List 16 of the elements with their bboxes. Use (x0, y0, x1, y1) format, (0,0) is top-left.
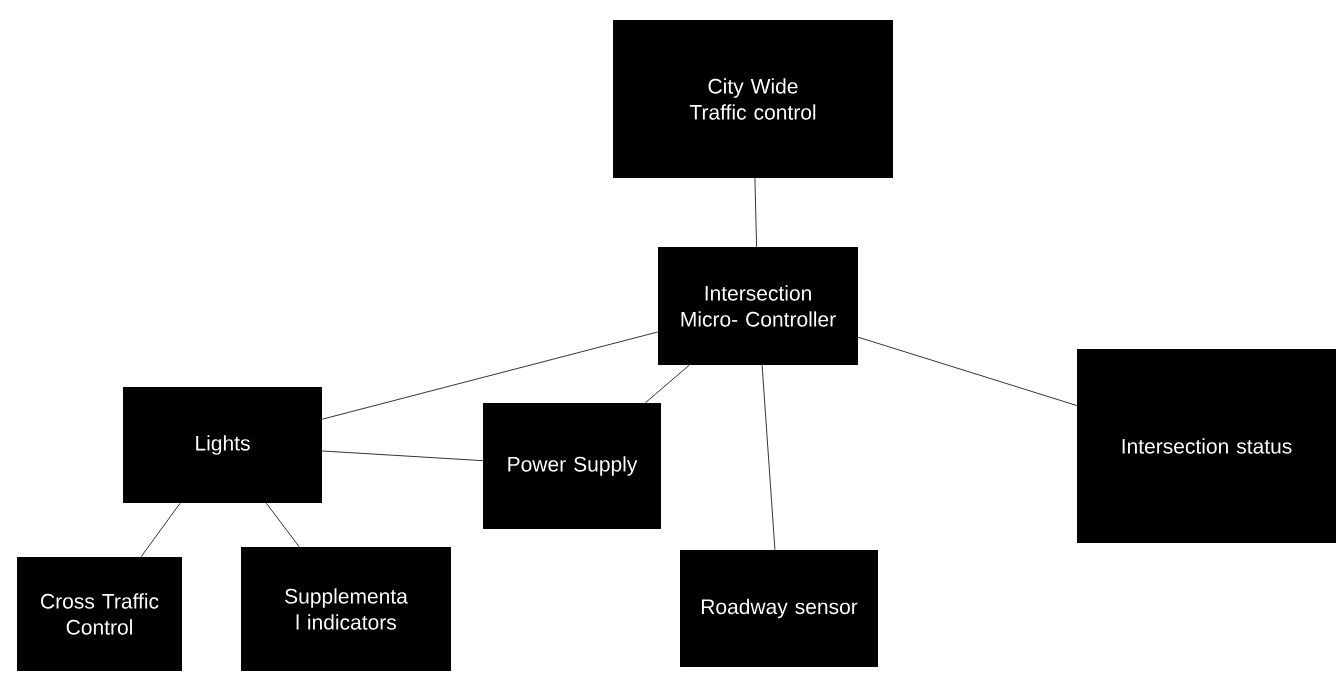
connector-line (754, 177, 757, 248)
connector-line (140, 502, 181, 558)
process-box: Roadway sensor (680, 550, 878, 667)
connector-line (857, 336, 1078, 406)
process-box: Lights (123, 387, 322, 503)
connector-line (321, 331, 659, 420)
connector-line (644, 364, 690, 404)
process-box: Intersection Micro- Controller (658, 247, 858, 365)
process-box: Supplementa l indicators (241, 547, 451, 671)
connector-line (761, 364, 776, 551)
process-box: City Wide Traffic control (613, 20, 893, 178)
process-box: Cross Traffic Control (17, 557, 182, 671)
connector-line (321, 450, 484, 462)
process-box: Power Supply (483, 403, 661, 529)
process-box: Intersection status (1077, 349, 1336, 543)
connector-line (265, 502, 300, 548)
